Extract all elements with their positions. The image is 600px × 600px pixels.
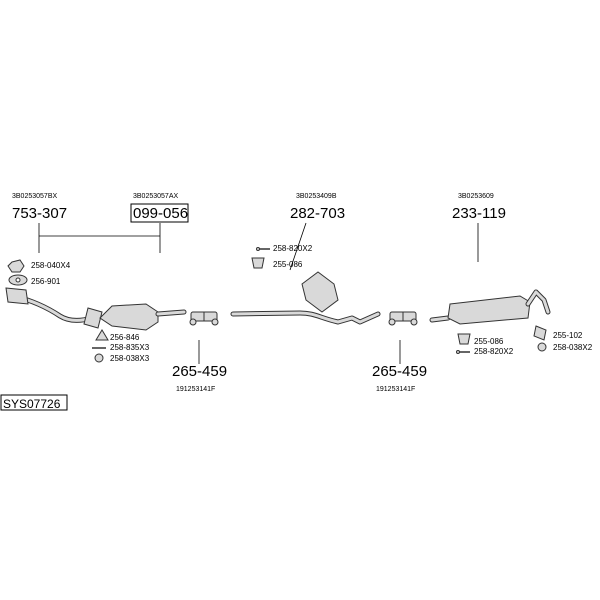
leader-lines	[38, 222, 479, 364]
mid-acc-1[interactable]: 258-820X2	[273, 244, 313, 253]
clamp-1[interactable]	[189, 311, 219, 326]
system-code: SYS07726	[3, 397, 61, 411]
assembly-part-2[interactable]: 099-056	[133, 205, 188, 222]
rear-right-acc-1[interactable]: 255-102	[553, 331, 583, 340]
rear-left-hardware	[456, 333, 471, 354]
rear-silencer[interactable]	[429, 289, 551, 325]
front-bottom-acc-2[interactable]: 258-835X3	[110, 343, 150, 352]
middle-silencer[interactable]	[230, 271, 381, 325]
catalytic-converter[interactable]	[99, 303, 187, 331]
assembly-ref-3: 3B0253409B	[296, 193, 337, 200]
highlight-box	[130, 203, 189, 223]
clamp-2[interactable]	[388, 311, 418, 326]
assembly-part-4[interactable]: 233-119	[452, 205, 506, 222]
assembly-part-3[interactable]: 282-703	[290, 205, 345, 222]
clamp-2-ref: 191253141F	[376, 386, 415, 393]
mid-hardware	[251, 247, 270, 269]
front-top-hardware	[7, 259, 28, 286]
assembly-ref-4: 3B0253609	[458, 193, 494, 200]
clamp-1-part[interactable]: 265-459	[172, 363, 227, 380]
assembly-ref-1: 3B0253057BX	[12, 193, 57, 200]
rear-left-acc-1[interactable]: 255-086	[474, 337, 504, 346]
front-top-acc-1[interactable]: 258-040X4	[31, 261, 71, 270]
rear-right-hardware	[533, 325, 547, 352]
clamp-1-ref: 191253141F	[176, 386, 215, 393]
clamp-2-part[interactable]: 265-459	[372, 363, 427, 380]
rear-left-acc-2[interactable]: 258-820X2	[474, 347, 514, 356]
system-code-box	[0, 394, 68, 411]
front-bottom-hardware	[92, 329, 109, 363]
assembly-ref-2: 3B0253057AX	[133, 193, 178, 200]
front-pipe[interactable]	[5, 287, 103, 329]
rear-right-acc-2[interactable]: 258-038X2	[553, 343, 593, 352]
front-bottom-acc-3[interactable]: 258-038X3	[110, 354, 150, 363]
front-top-acc-2[interactable]: 256-901	[31, 277, 61, 286]
mid-acc-2[interactable]: 255-086	[273, 260, 303, 269]
front-bottom-acc-1[interactable]: 256-846	[110, 333, 140, 342]
assembly-part-1[interactable]: 753-307	[12, 205, 67, 222]
